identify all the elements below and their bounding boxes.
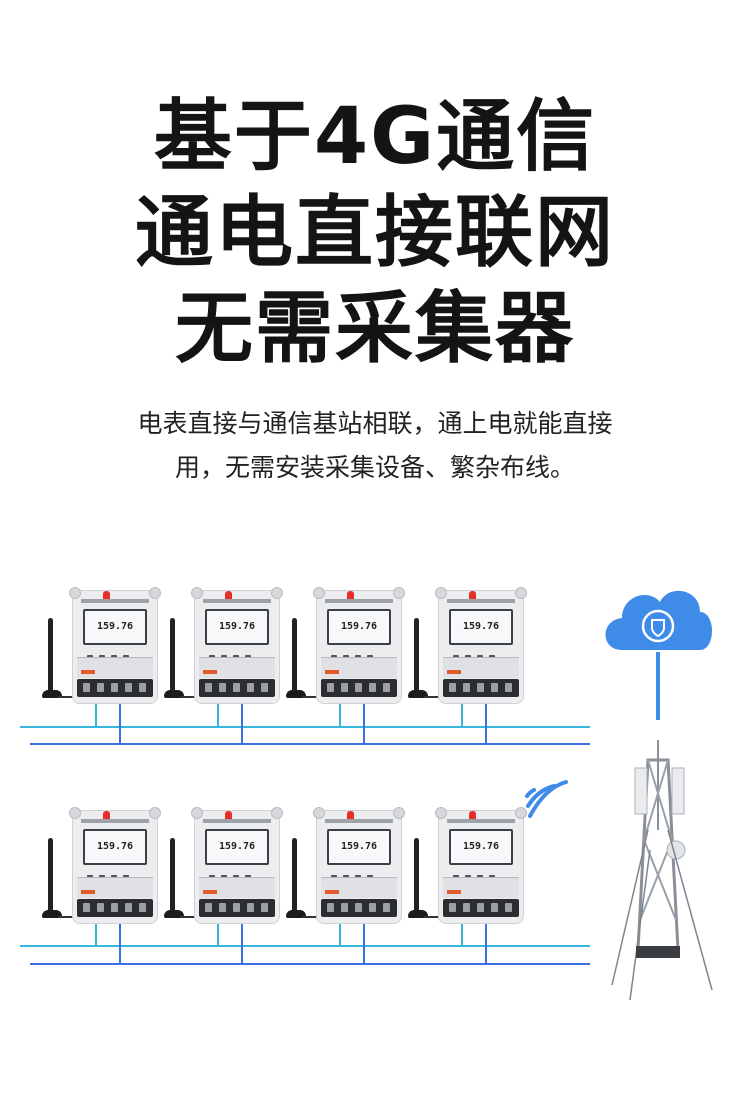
- headline-line-2: 通电直接联网: [134, 188, 615, 278]
- wires-row-2: [20, 920, 590, 965]
- headline-line-1: 基于4G通信: [153, 92, 597, 182]
- cloud-shield-icon: [605, 590, 712, 650]
- meter-display: 159.76: [449, 829, 513, 865]
- smart-meter-7: 159.76: [286, 798, 442, 930]
- wifi-signal-icon: [525, 780, 568, 818]
- meter-display: 159.76: [205, 609, 269, 645]
- meter-display: 159.76: [83, 609, 147, 645]
- smart-meter-4: 159.76: [408, 578, 564, 710]
- headline-line-3: 无需采集器: [174, 284, 575, 374]
- wires-row-1: [20, 700, 590, 745]
- smart-meter-8: 159.76: [408, 798, 564, 930]
- cell-tower-icon: [611, 740, 713, 1001]
- smart-meter-6: 159.76: [164, 798, 320, 930]
- meter-display: 159.76: [327, 609, 391, 645]
- description-line-2: 用，无需安装采集设备、繁杂布线。: [174, 453, 575, 482]
- meter-display: 159.76: [449, 609, 513, 645]
- meter-display: 159.76: [205, 829, 269, 865]
- smart-meter-5: 159.76: [42, 798, 198, 930]
- smart-meter-2: 159.76: [164, 578, 320, 710]
- meter-display: 159.76: [83, 829, 147, 865]
- description-line-1: 电表直接与通信基站相联，通上电就能直接: [137, 409, 613, 438]
- meter-display: 159.76: [327, 829, 391, 865]
- smart-meter-1: 159.76: [42, 578, 198, 710]
- smart-meter-3: 159.76: [286, 578, 442, 710]
